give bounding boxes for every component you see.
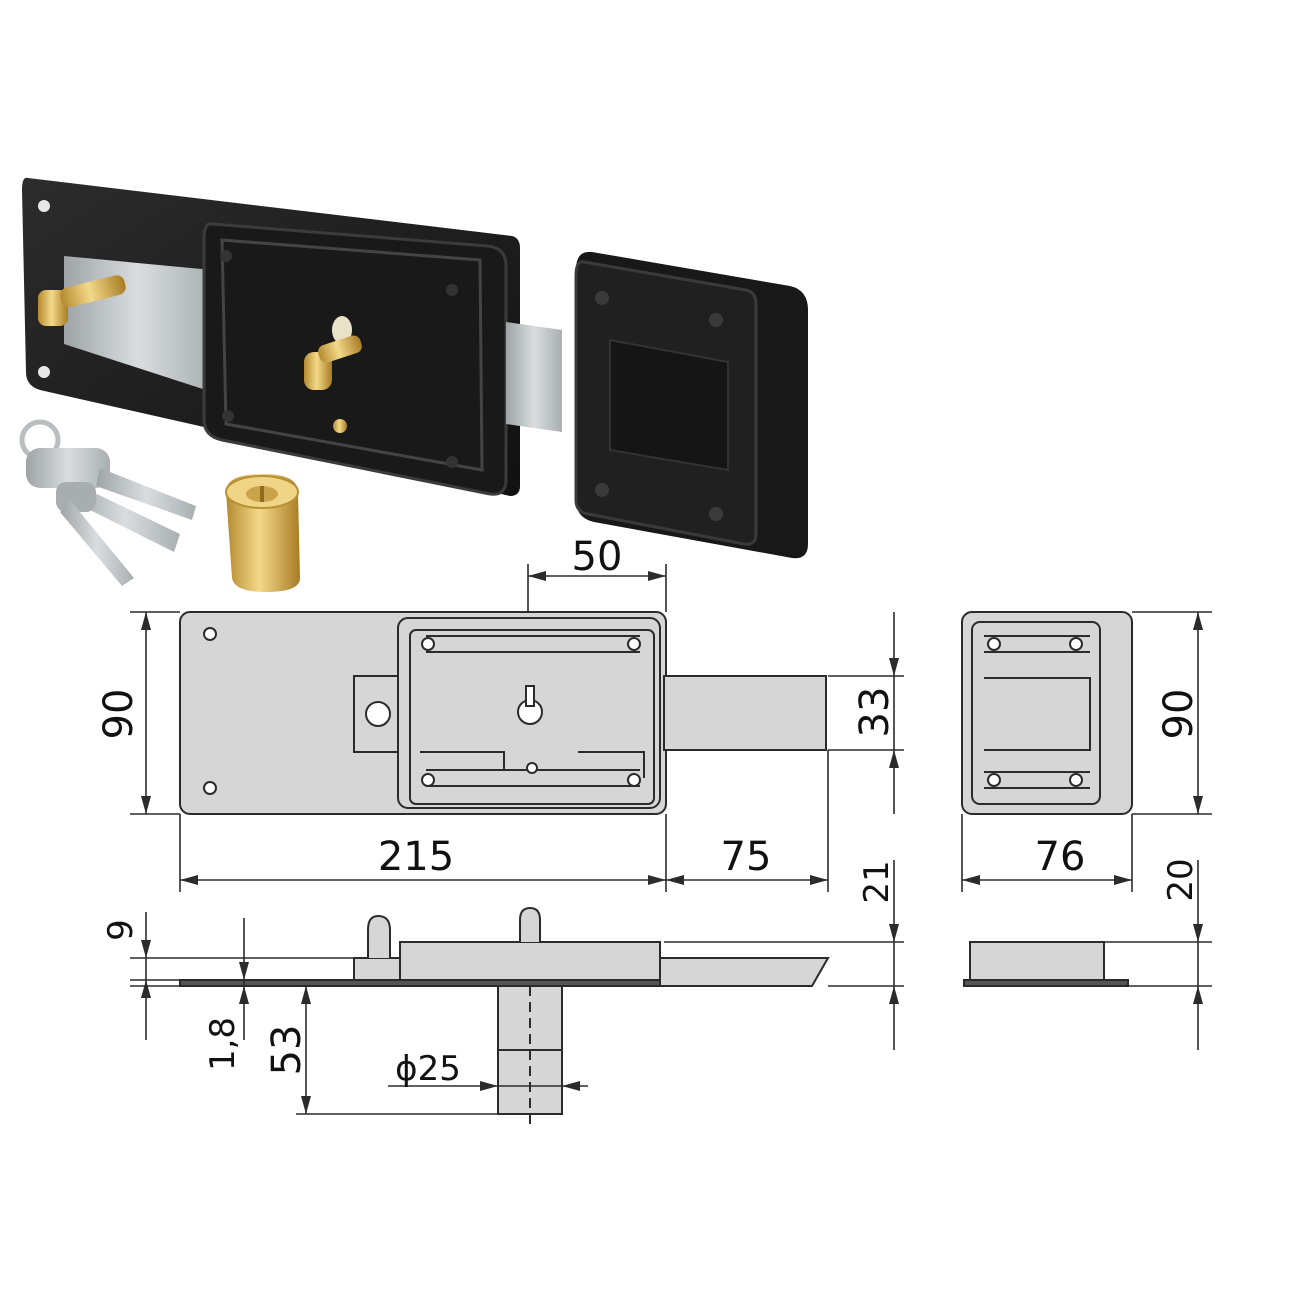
dimension-arrows: [141, 571, 1203, 1114]
brass-knob-stem: [318, 335, 362, 363]
dim-cylinder-length: 53: [264, 1025, 310, 1076]
dim-bolt-offset: 50: [572, 534, 623, 580]
screw-hole-icon: [709, 313, 723, 327]
brass-pin-icon: [333, 419, 347, 433]
screw-hole-icon: [595, 483, 609, 497]
drawing-case-rim: [409, 629, 655, 805]
dim-thickness-case: 21: [857, 860, 897, 903]
brass-cylinder-icon: [225, 474, 300, 592]
dim-knob-height: 9: [101, 919, 141, 941]
screw-hole-icon: [38, 366, 50, 378]
screw-icon: [222, 410, 234, 422]
dim-thickness-keeper: 20: [1161, 858, 1201, 901]
brass-knob-icon: [38, 290, 68, 326]
front-view-drawing: [179, 611, 827, 815]
dimension-lines: [130, 564, 1212, 1115]
lock-case-rim: [220, 238, 484, 472]
screw-icon: [446, 284, 458, 296]
lock-case: [202, 222, 508, 496]
brass-knob-stem: [60, 275, 126, 308]
screw-hole-icon: [595, 291, 609, 305]
screw-icon: [446, 456, 458, 468]
dim-height-right: 90: [1156, 689, 1202, 740]
dim-plate: 1,8: [203, 1017, 243, 1071]
side-view-drawing: [179, 906, 830, 1130]
drawing-screw-hole: [203, 781, 217, 795]
keeper-recess: [609, 338, 729, 472]
keyhole-icon: [332, 316, 352, 344]
keys-icon: [19, 419, 196, 586]
dim-bolt-throw: 75: [721, 834, 772, 880]
lock-bolt: [506, 322, 562, 432]
keeper-side-drawing: [963, 941, 1129, 987]
lock-photo: [19, 177, 808, 592]
dim-keeper-width: 76: [1035, 834, 1086, 880]
dim-height-left: 90: [96, 689, 142, 740]
screw-hole-icon: [38, 200, 50, 212]
drawing-knob-hole: [365, 701, 391, 727]
screw-icon: [220, 250, 232, 262]
dim-length: 215: [378, 834, 454, 880]
drawing-bolt: [663, 675, 827, 751]
dim-bolt-height: 33: [852, 687, 898, 738]
drawing-screw-hole: [203, 627, 217, 641]
keeper-front-drawing: [961, 611, 1133, 815]
dim-cylinder-diameter: ϕ25: [395, 1049, 461, 1089]
screw-hole-icon: [709, 507, 723, 521]
